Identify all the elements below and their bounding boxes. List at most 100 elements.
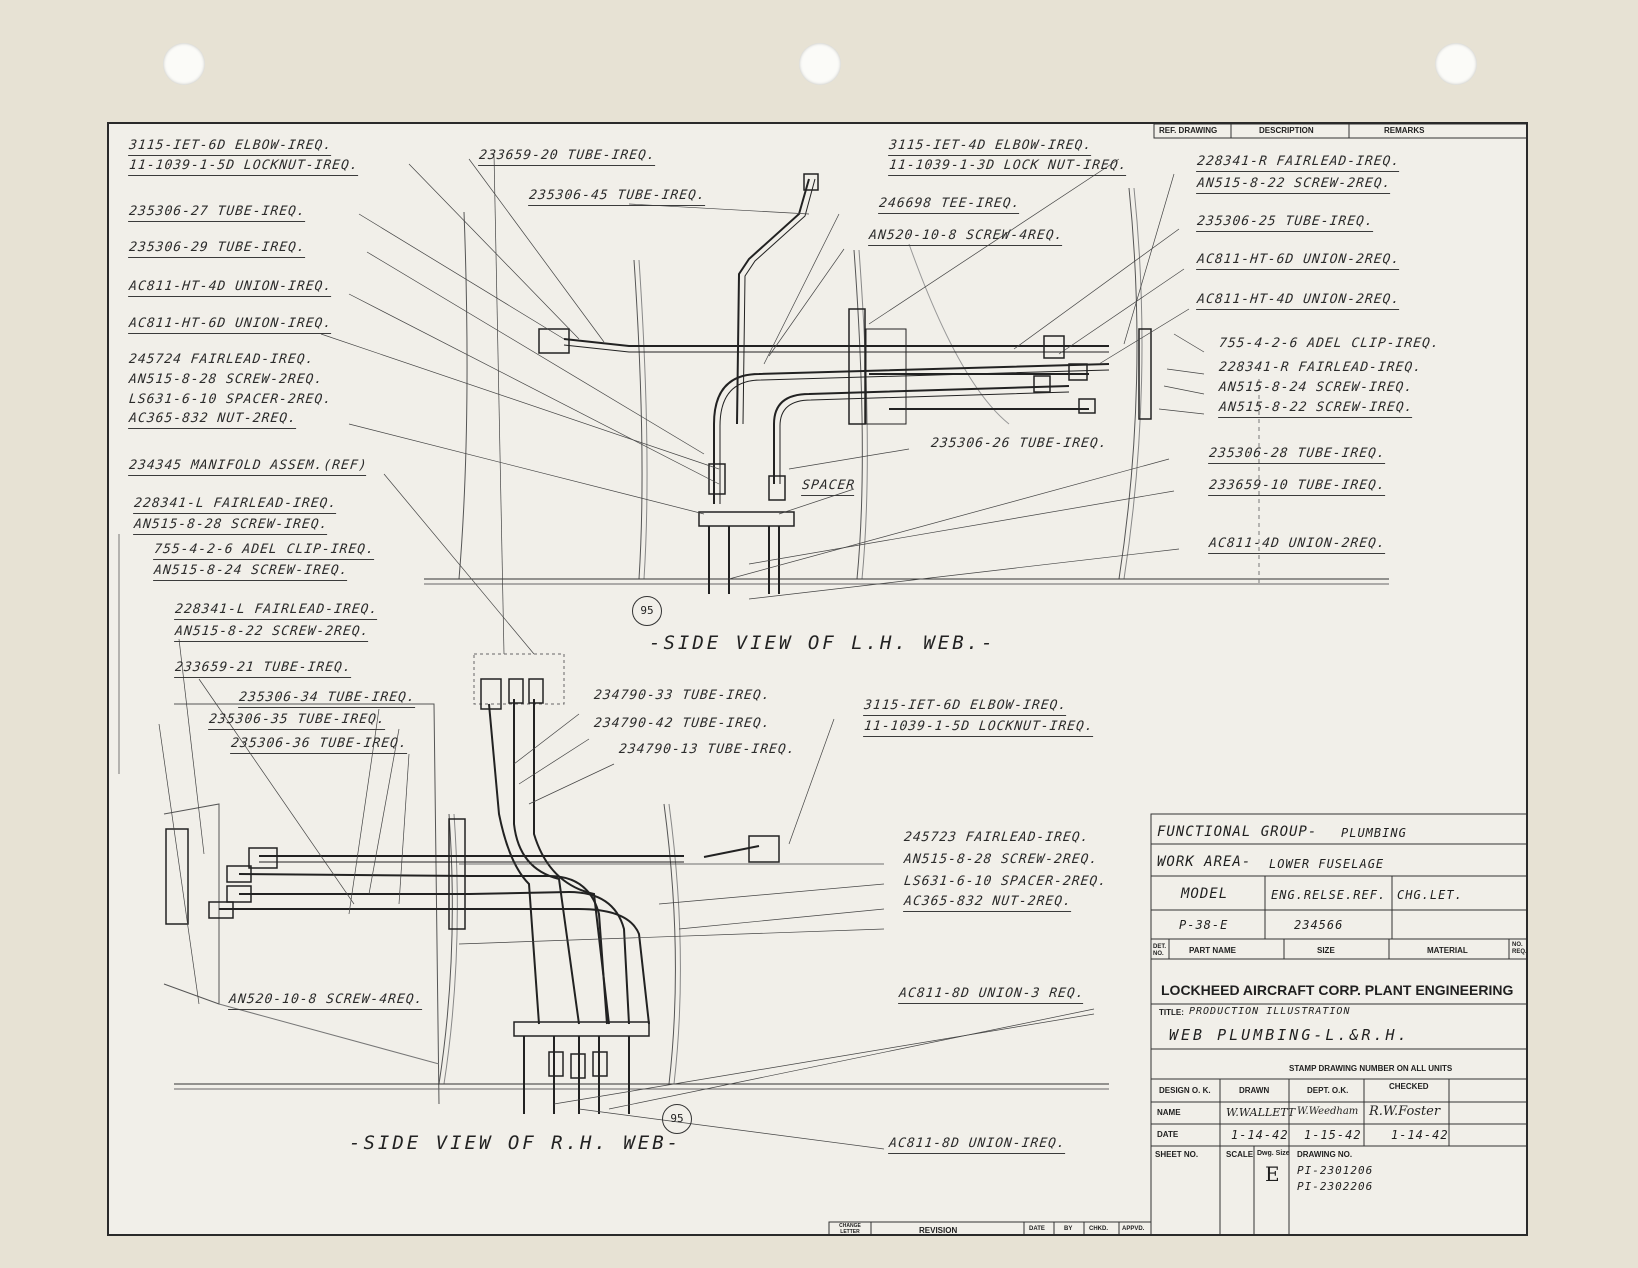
rh-label: 235306-35 TUBE-IREQ. bbox=[208, 712, 387, 730]
spacer-label: SPACER bbox=[801, 478, 856, 496]
lh-label: 3115-IET-6D ELBOW-IREQ. bbox=[128, 138, 333, 156]
rh-label: AN515-8-22 SCREW-2REQ. bbox=[174, 624, 371, 642]
drawn-header: DRAWN bbox=[1239, 1086, 1270, 1095]
lh-label: 233659-20 TUBE-IREQ. bbox=[478, 148, 657, 166]
title-block-lines bbox=[1150, 813, 1526, 1234]
rh-fittings bbox=[208, 678, 780, 1079]
dept-ok-signature: W.Weedham bbox=[1297, 1106, 1359, 1117]
rh-label: 233659-21 TUBE-IREQ. bbox=[174, 660, 353, 678]
lh-label: AN515-8-28 SCREW-2REQ. bbox=[128, 372, 324, 387]
design-ok-header: DESIGN O. K. bbox=[1159, 1086, 1211, 1095]
lh-label: 235306-27 TUBE-IREQ. bbox=[128, 204, 307, 222]
no-req-header: NO. REQ. bbox=[1512, 942, 1527, 955]
description-header: DESCRIPTION bbox=[1259, 126, 1314, 135]
lh-label: 755-4-2-6 ADEL CLIP-IREQ. bbox=[153, 542, 376, 560]
lh-label: 246698 TEE-IREQ. bbox=[878, 196, 1022, 214]
rh-label: AC811-8D UNION-IREQ. bbox=[888, 1136, 1067, 1154]
rh-leaders bbox=[158, 638, 1095, 1150]
rev-chkd-header: CHKD. bbox=[1089, 1226, 1108, 1232]
model-value: P-38-E bbox=[1179, 918, 1229, 932]
model-label: MODEL bbox=[1181, 886, 1229, 902]
lh-web-structure bbox=[424, 187, 1389, 585]
scale-header: SCALE bbox=[1226, 1150, 1254, 1159]
remarks-header: REMARKS bbox=[1384, 126, 1425, 135]
lh-label: 235306-26 TUBE-IREQ. bbox=[930, 436, 1109, 451]
rev-by-header: BY bbox=[1064, 1226, 1073, 1232]
det-no-header: DET. NO. bbox=[1153, 944, 1167, 957]
eng-release-label: ENG.RELSE.REF. bbox=[1271, 888, 1387, 902]
dwg-size-value: E bbox=[1265, 1162, 1280, 1186]
lh-label: AN515-8-22 SCREW-2REQ. bbox=[1196, 176, 1393, 194]
drawn-by-name: W.WALLETT bbox=[1226, 1106, 1296, 1119]
lh-leaders bbox=[118, 153, 1205, 774]
rh-label: 3115-IET-6D ELBOW-IREQ. bbox=[863, 698, 1068, 716]
work-area-label: WORK AREA- bbox=[1157, 854, 1252, 870]
lh-label: 11-1039-1-5D LOCKNUT-IREQ. bbox=[128, 158, 360, 176]
date-drawn: 1-14-42 bbox=[1231, 1128, 1289, 1142]
dept-ok-header: DEPT. O.K. bbox=[1307, 1086, 1349, 1095]
ref-block-lines bbox=[1153, 124, 1526, 139]
rh-label: AN520-10-8 SCREW-4REQ. bbox=[228, 992, 425, 1010]
chg-let-label: CHG.LET. bbox=[1397, 888, 1463, 902]
lh-label: 235306-25 TUBE-IREQ. bbox=[1196, 214, 1375, 232]
sheet-no-header: SHEET NO. bbox=[1155, 1150, 1199, 1159]
date-checked: 1-14-42 bbox=[1391, 1128, 1449, 1142]
rh-label: LS631-6-10 SPACER-2REQ. bbox=[903, 874, 1108, 889]
rh-label: 11-1039-1-5D LOCKNUT-IREQ. bbox=[863, 719, 1095, 737]
lh-label: AN515-8-28 SCREW-IREQ. bbox=[133, 517, 330, 535]
rev-date-header: DATE bbox=[1029, 1226, 1045, 1232]
subtitle: PRODUCTION ILLUSTRATION bbox=[1189, 1006, 1351, 1017]
drawing-no-1: PI-2301206 bbox=[1297, 1164, 1374, 1177]
drawing-title: WEB PLUMBING-L.&R.H. bbox=[1169, 1026, 1410, 1044]
lh-label: AN520-10-8 SCREW-4REQ. bbox=[868, 228, 1065, 246]
functional-group-label: FUNCTIONAL GROUP- bbox=[1157, 824, 1318, 840]
checked-signature: R.W.Foster bbox=[1369, 1104, 1441, 1119]
rh-label: 235306-34 TUBE-IREQ. bbox=[238, 690, 417, 708]
drawing-no-header: DRAWING NO. bbox=[1297, 1150, 1353, 1159]
lh-label: AN515-8-24 SCREW-IREQ. bbox=[153, 563, 350, 581]
date-row-label: DATE bbox=[1157, 1130, 1179, 1139]
drawing-no-2: PI-2302206 bbox=[1297, 1180, 1374, 1193]
lh-label: 228341-R FAIRLEAD-IREQ. bbox=[1218, 360, 1423, 375]
rh-label: 234790-42 TUBE-IREQ. bbox=[593, 716, 772, 731]
date-dept: 1-15-42 bbox=[1304, 1128, 1362, 1142]
size-header: SIZE bbox=[1317, 946, 1335, 955]
ref-drawing-header: REF. DRAWING bbox=[1159, 126, 1218, 135]
rh-web-structure bbox=[163, 653, 1109, 1105]
lh-label: AC811-HT-6D UNION-2REQ. bbox=[1196, 252, 1401, 270]
drawing-sheet: 3115-IET-6D ELBOW-IREQ. 11-1039-1-5D LOC… bbox=[107, 122, 1528, 1236]
stamp-note: STAMP DRAWING NUMBER ON ALL UNITS bbox=[1289, 1064, 1453, 1073]
lh-label: AC811-HT-4D UNION-2REQ. bbox=[1196, 292, 1401, 310]
checked-header: CHECKED bbox=[1389, 1082, 1429, 1091]
punch-hole-center bbox=[799, 43, 841, 85]
lh-label: 228341-R FAIRLEAD-IREQ. bbox=[1196, 154, 1401, 172]
lh-view-title: -SIDE VIEW OF L.H. WEB.- bbox=[649, 632, 996, 654]
change-letter-header: CHANGE LETTER bbox=[839, 1223, 861, 1235]
lh-label: 3115-IET-4D ELBOW-IREQ. bbox=[888, 138, 1093, 156]
lh-label: LS631-6-10 SPACER-2REQ. bbox=[128, 392, 333, 407]
rh-view-title: -SIDE VIEW OF R.H. WEB- bbox=[349, 1132, 682, 1154]
lh-label: AN515-8-24 SCREW-IREQ. bbox=[1218, 380, 1414, 395]
rh-label: AC811-8D UNION-3 REQ. bbox=[898, 986, 1086, 1004]
station-95-lh: 95 bbox=[632, 596, 662, 626]
rh-label: 235306-36 TUBE-IREQ. bbox=[230, 736, 409, 754]
rev-appvd-header: APPVD. bbox=[1122, 1226, 1145, 1232]
rh-label: 234790-13 TUBE-IREQ. bbox=[618, 742, 797, 757]
lh-label: AC365-832 NUT-2REQ. bbox=[128, 411, 298, 429]
eng-release-value: 234566 bbox=[1294, 918, 1344, 932]
lh-label: 234345 MANIFOLD ASSEM.(REF) bbox=[128, 458, 369, 476]
punch-hole-right bbox=[1435, 43, 1477, 85]
lh-label: 11-1039-1-3D LOCK NUT-IREQ. bbox=[888, 158, 1129, 176]
part-name-header: PART NAME bbox=[1189, 946, 1236, 955]
lh-fittings bbox=[538, 173, 1096, 501]
rh-plumbing-lines bbox=[165, 699, 760, 1114]
punch-hole-left bbox=[163, 43, 205, 85]
lh-label: 235306-29 TUBE-IREQ. bbox=[128, 240, 307, 258]
lh-label: 245724 FAIRLEAD-IREQ. bbox=[128, 352, 316, 367]
lh-label: 228341-L FAIRLEAD-IREQ. bbox=[133, 496, 338, 514]
company-name: LOCKHEED AIRCRAFT CORP. PLANT ENGINEERIN… bbox=[1161, 982, 1514, 998]
title-label: TITLE: bbox=[1159, 1008, 1184, 1017]
rh-label: AC365-832 NUT-2REQ. bbox=[903, 894, 1073, 912]
lh-label: 235306-28 TUBE-IREQ. bbox=[1208, 446, 1387, 464]
lh-label: AC811-4D UNION-2REQ. bbox=[1208, 536, 1387, 554]
